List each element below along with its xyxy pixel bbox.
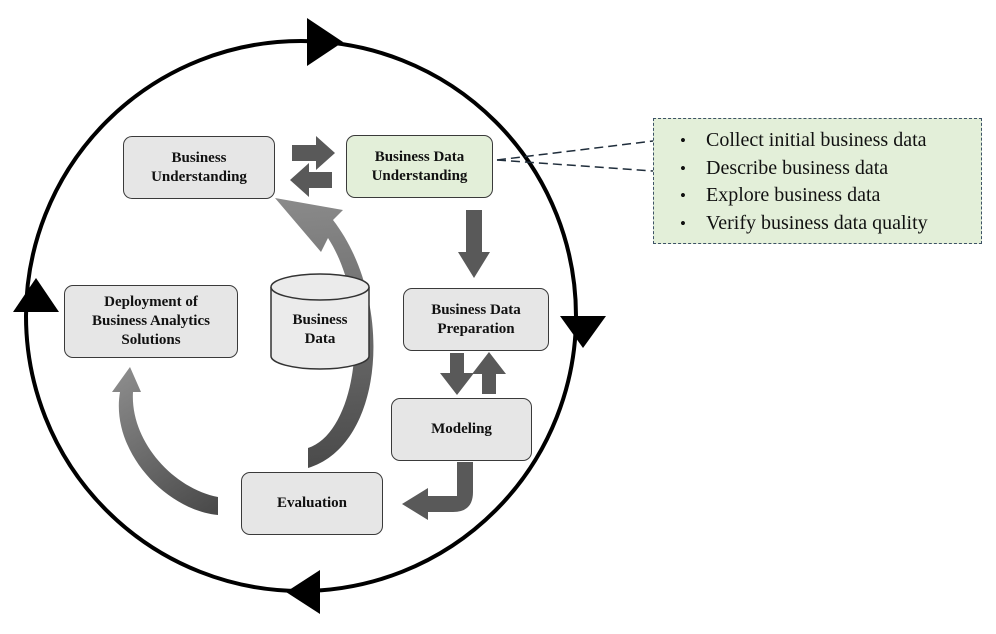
business-data-cylinder bbox=[270, 273, 370, 370]
business-data-label: Business Data bbox=[292, 312, 348, 347]
arrow-to-data-understanding bbox=[292, 136, 335, 170]
callout-connector-top bbox=[496, 140, 654, 161]
callout-item: Collect initial business data bbox=[680, 127, 981, 155]
callout-item: Describe business data bbox=[680, 155, 981, 183]
arrow-evaluation-to-business-understanding bbox=[275, 198, 374, 468]
callout-connector-bottom bbox=[496, 159, 654, 172]
cycle-arrow-top bbox=[307, 18, 343, 66]
arrow-to-data-preparation-back bbox=[472, 352, 506, 394]
modeling-box: Modeling bbox=[391, 398, 532, 461]
evaluation-box: Evaluation bbox=[241, 472, 383, 535]
callout-item: Explore business data bbox=[680, 182, 981, 210]
cycle-arrow-left bbox=[13, 278, 59, 312]
business-understanding-box: Business Understanding bbox=[123, 136, 275, 199]
data-understanding-callout: Collect initial business data Describe b… bbox=[653, 118, 982, 244]
cycle-arrow-right bbox=[560, 316, 606, 348]
arrow-to-evaluation bbox=[402, 462, 473, 520]
arrow-to-business-understanding bbox=[290, 163, 332, 197]
business-data-understanding-box: Business Data Understanding bbox=[346, 135, 493, 198]
deployment-box: Deployment of Business Analytics Solutio… bbox=[64, 285, 238, 358]
callout-item: Verify business data quality bbox=[680, 210, 981, 238]
callout-list: Collect initial business data Describe b… bbox=[680, 127, 981, 237]
arrow-to-data-preparation bbox=[458, 210, 490, 278]
arrow-to-modeling bbox=[440, 353, 474, 395]
cycle-arrow-bottom bbox=[286, 570, 320, 614]
arrow-evaluation-to-deployment bbox=[112, 367, 218, 515]
business-data-preparation-box: Business Data Preparation bbox=[403, 288, 549, 351]
